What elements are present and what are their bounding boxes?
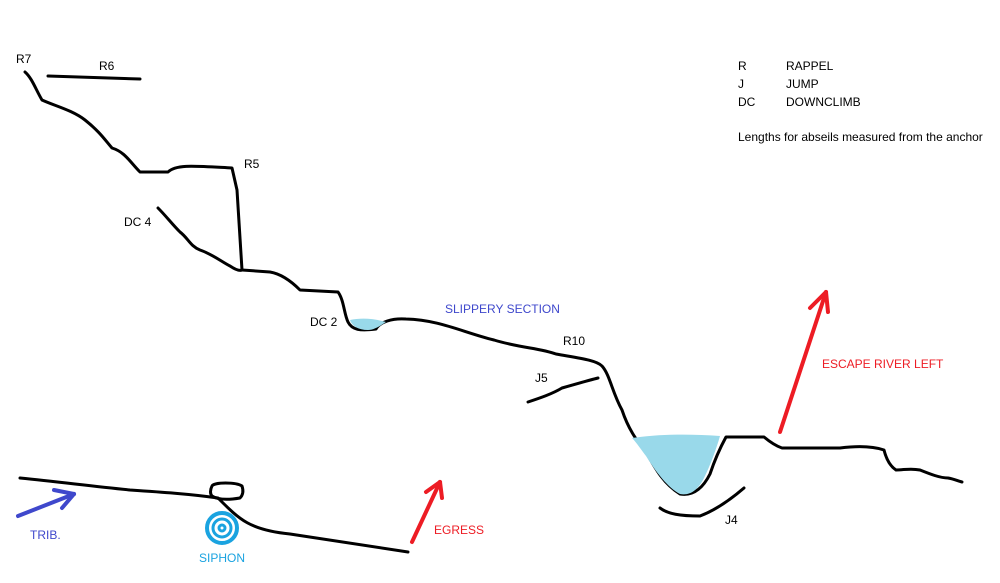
legend-note: Lengths for abseils measured from the an… <box>738 130 983 144</box>
dc4-label: DC 4 <box>124 215 152 229</box>
dc2-pool <box>350 318 386 330</box>
trib-arrow <box>16 488 76 518</box>
legend: R RAPPEL J JUMP DC DOWNCLIMB <box>738 57 861 111</box>
legend-key: J <box>738 77 744 91</box>
legend-value: DOWNCLIMB <box>786 95 861 109</box>
legend-row: R RAPPEL <box>738 57 861 75</box>
r6-ledge-line <box>46 74 142 81</box>
slippery-section-label: SLIPPERY SECTION <box>445 302 560 316</box>
legend-value: RAPPEL <box>786 59 834 73</box>
j5-branch-line <box>526 376 600 404</box>
dc2-label: DC 2 <box>310 315 338 329</box>
j4-label: J4 <box>725 513 738 527</box>
r10-label: R10 <box>563 334 586 348</box>
siphon-boulder <box>209 481 245 501</box>
legend-value: JUMP <box>786 77 819 91</box>
dc4-branch-line <box>156 206 244 272</box>
upper-canyon-line <box>23 70 244 272</box>
r7-label: R7 <box>16 52 32 66</box>
legend-key: R <box>738 59 747 73</box>
trib-label: TRIB. <box>30 528 61 542</box>
j4-underline <box>658 486 746 518</box>
r5-label: R5 <box>244 157 260 171</box>
legend-key: DC <box>738 95 756 109</box>
escape-arrow <box>778 290 830 434</box>
egress-label: EGRESS <box>434 523 485 537</box>
egress-arrow <box>410 480 444 544</box>
j5-label: J5 <box>535 371 548 385</box>
middle-canyon-line <box>240 268 964 496</box>
escape-river-left-label: ESCAPE RIVER LEFT <box>822 357 944 371</box>
legend-row: DC DOWNCLIMB <box>738 93 861 111</box>
siphon-label: SIPHON <box>199 551 246 565</box>
legend-row: J JUMP <box>738 75 861 93</box>
siphon-icon <box>205 511 239 545</box>
r6-label: R6 <box>99 59 115 73</box>
main-pool <box>632 434 720 495</box>
